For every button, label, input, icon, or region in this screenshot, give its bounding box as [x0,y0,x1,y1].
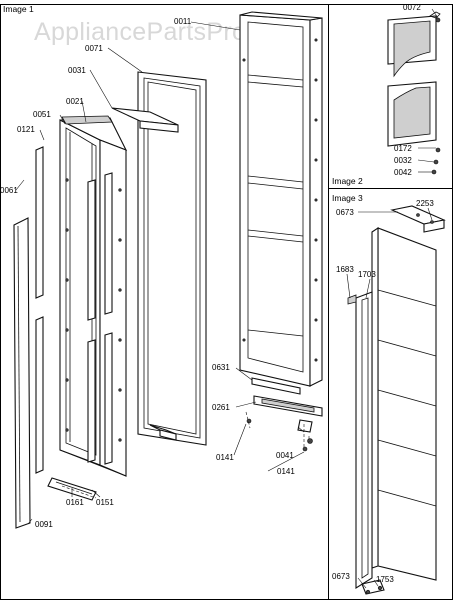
leader-lines-image2 [417,8,439,173]
callout-1753: 1753 [376,575,394,584]
callout-0072: 0072 [403,3,421,12]
panel-title-image3: Image 3 [332,193,363,203]
callout-2253: 2253 [416,199,434,208]
callout-0021: 0021 [66,97,84,106]
callout-0261: 0261 [212,403,230,412]
outer-door-panel [239,11,323,387]
leader-lines-image3 [346,207,433,589]
freezer-door-panel [371,226,437,581]
hinge-holes [65,178,122,442]
spacer-block-bottom [149,424,177,441]
callout-0141-a: 0141 [216,453,234,462]
panel-title-image2: Image 2 [332,176,363,186]
door-panel-holes [242,38,318,362]
callout-0011: 0011 [174,17,192,26]
callout-0041: 0041 [276,451,294,460]
callout-0071: 0071 [85,44,103,53]
bottom-trim [251,377,301,395]
door-liner-shelf-rails [35,146,113,474]
callout-0172: 0172 [394,144,412,153]
door-gasket-strip [347,291,373,589]
top-hinge-bracket [390,205,446,233]
callout-0151: 0151 [96,498,114,507]
callout-0121: 0121 [17,125,35,134]
callout-1703: 1703 [358,270,376,279]
evaporator-cover-part [387,11,441,175]
callout-0042: 0042 [394,168,412,177]
callout-1683: 1683 [336,265,354,274]
spacer-block-top [111,107,179,133]
alignment-lines-image1 [61,411,310,499]
callout-labels: 0011 0071 0031 0021 0051 0121 0061 0631 … [0,3,434,584]
leader-lines-image1 [15,21,305,525]
callout-0031: 0031 [68,66,86,75]
bottom-hinge [361,579,385,595]
hinge-pin-hardware [246,418,313,452]
callout-0091: 0091 [35,520,53,529]
callout-0141-b: 0141 [277,467,295,476]
door-gasket [137,71,207,446]
side-trim-strip [13,217,31,529]
callout-0673-b: 0673 [332,572,350,581]
callout-0631: 0631 [212,363,230,372]
panel-title-image1: Image 1 [3,4,34,14]
callout-0161: 0161 [66,498,84,507]
callout-0061: 0061 [0,186,18,195]
callout-0673-a: 0673 [336,208,354,217]
hinge-bracket [253,395,323,417]
callout-0032: 0032 [394,156,412,165]
callout-0051: 0051 [33,110,51,119]
